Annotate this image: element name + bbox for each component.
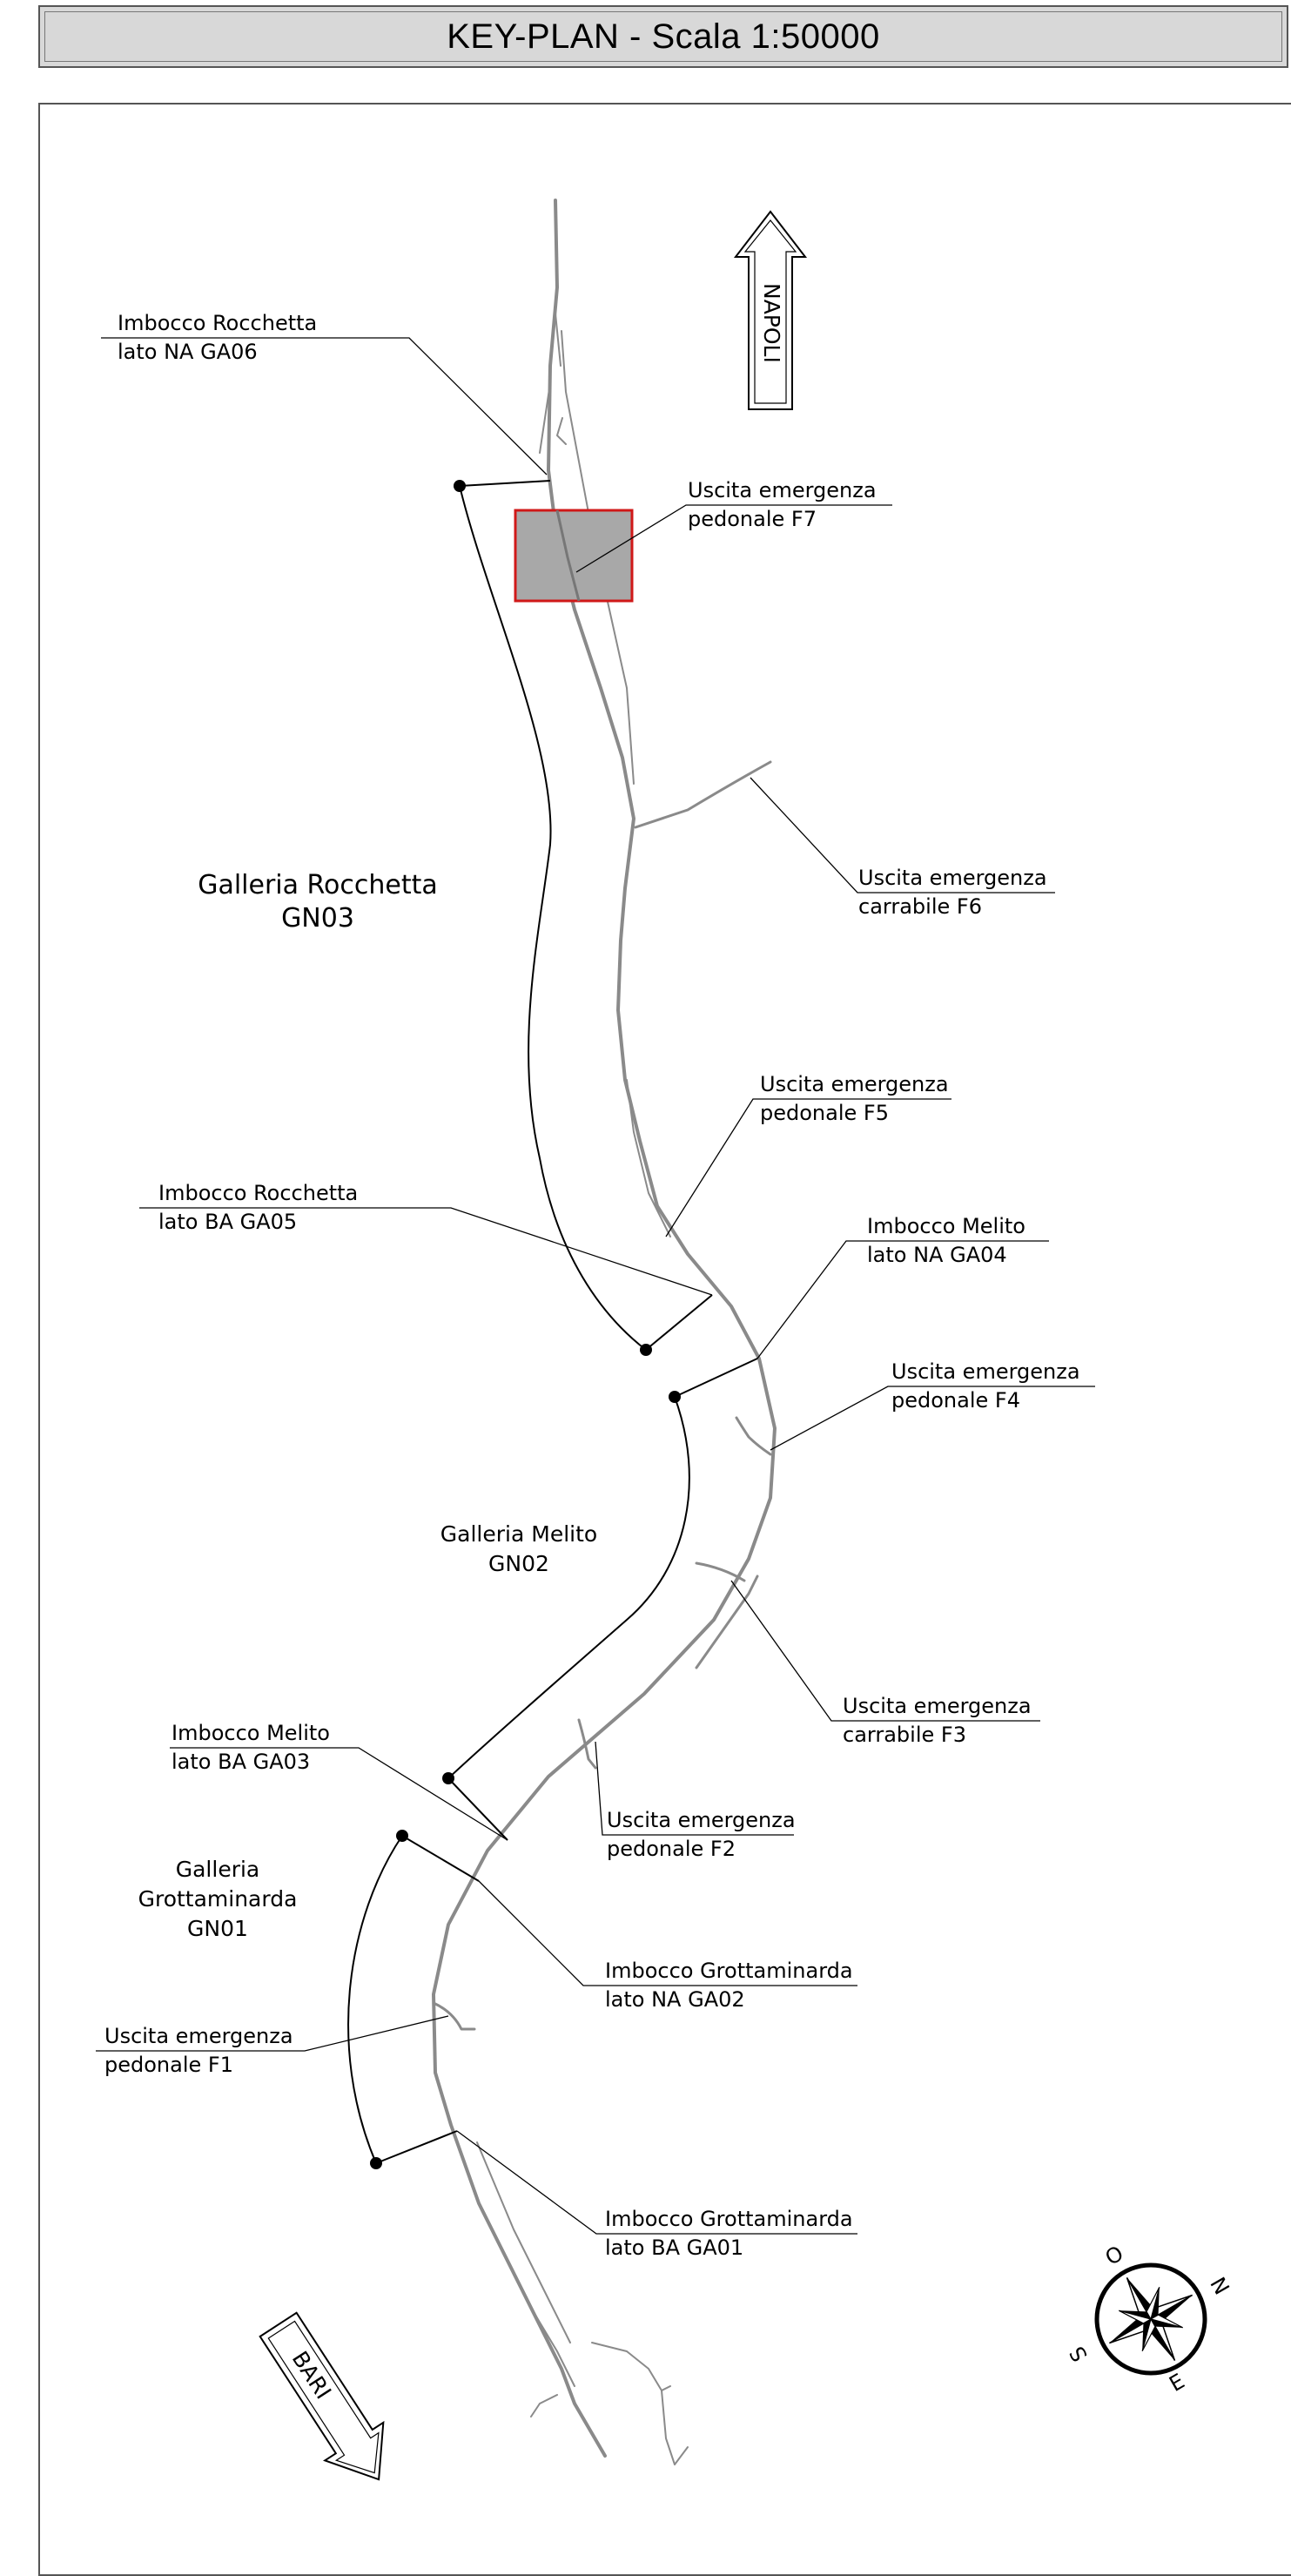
tunnel-outlines — [347, 480, 758, 2164]
endpoint-dot — [669, 1391, 681, 1403]
tunnel-endpoints — [370, 480, 681, 2169]
tunnel-gn03-curve — [459, 485, 647, 1351]
highlight-box-f7 — [514, 509, 634, 603]
callout-ga06-l2: lato NA GA06 — [118, 340, 258, 364]
south-arrow-icon — [259, 2311, 385, 2481]
tunnel-gn02-name: Galleria Melito — [440, 1521, 597, 1547]
compass-o: O — [1101, 2241, 1127, 2270]
tunnel-gn03-top — [459, 480, 551, 487]
compass-s: S — [1065, 2342, 1093, 2365]
compass-e: E — [1165, 2369, 1188, 2397]
napoli-label: NAPOLI — [759, 283, 784, 363]
callout-f4-l2: pedonale F4 — [891, 1388, 1020, 1413]
callout-ga04-l2: lato NA GA04 — [867, 1243, 1007, 1267]
tunnel-labels: Galleria Rocchetta GN03 Galleria Melito … — [138, 870, 598, 1941]
callout-ga05-l2: lato BA GA05 — [158, 1210, 297, 1234]
callout-f1-l1: Uscita emergenza — [104, 2024, 293, 2048]
endpoint-dot — [396, 1830, 408, 1842]
tunnel-gn01-name: Galleria — [176, 1857, 260, 1882]
leader-f7 — [575, 504, 892, 573]
leader-ga05 — [139, 1207, 713, 1296]
callout-ga03-l1: Imbocco Melito — [171, 1721, 330, 1745]
leader-ga03 — [170, 1747, 508, 1841]
track-lower-spur — [476, 2141, 689, 2465]
tunnel-gn01-top — [401, 1835, 480, 1882]
exit-branch-f1 — [432, 2001, 476, 2031]
page-title: KEY-PLAN - Scala 1:50000 — [447, 17, 880, 56]
leader-f3 — [730, 1580, 1040, 1722]
callout-ga01-l1: Imbocco Grottaminarda — [605, 2207, 853, 2231]
compass-star-icon — [1108, 2276, 1194, 2362]
leader-f6 — [750, 777, 1055, 894]
exit-branch-f4 — [735, 1416, 772, 1456]
leader-ga04 — [756, 1240, 1049, 1359]
tunnel-gn01-code: GN01 — [187, 1916, 248, 1941]
north-arrow-inner — [743, 219, 797, 404]
callout-f5-l1: Uscita emergenza — [760, 1072, 949, 1096]
track-upper-spur — [539, 313, 567, 454]
leader-ga01 — [456, 2130, 857, 2235]
map-frame — [38, 103, 1291, 2576]
tunnel-gn03-code: GN03 — [281, 903, 354, 934]
title-box: KEY-PLAN - Scala 1:50000 — [38, 5, 1288, 68]
callout-ga03-l2: lato BA GA03 — [171, 1750, 310, 1774]
callout-f3-l2: carrabile F3 — [843, 1723, 966, 1747]
compass-n: N — [1205, 2273, 1234, 2299]
callout-f7-l2: pedonale F7 — [688, 507, 817, 531]
exit-branch-f2 — [577, 1718, 597, 1770]
callout-ga02-l2: lato NA GA02 — [605, 1987, 745, 2012]
tunnel-gn02-bottom — [447, 1777, 508, 1841]
leader-f2 — [595, 1741, 794, 1836]
napoli-arrow: NAPOLI — [733, 210, 808, 410]
callout-f3-l1: Uscita emergenza — [843, 1694, 1032, 1718]
exit-branch-f6 — [634, 760, 772, 829]
track-parallel-2 — [626, 1079, 671, 1237]
track-through-box — [555, 509, 581, 602]
callout-f7-l1: Uscita emergenza — [688, 478, 877, 502]
exit-branch-f3 — [695, 1561, 759, 1669]
callout-f4-l1: Uscita emergenza — [891, 1359, 1080, 1384]
tunnel-gn02-curve — [447, 1396, 690, 1779]
leader-ga02 — [478, 1880, 857, 1986]
callout-ga06-l1: Imbocco Rocchetta — [118, 311, 317, 335]
callout-ga05-l1: Imbocco Rocchetta — [158, 1181, 358, 1205]
leader-f4 — [770, 1386, 1095, 1451]
callout-f1-l2: pedonale F1 — [104, 2053, 233, 2077]
leader-ga06 — [101, 337, 548, 475]
tunnel-gn01-bottom — [375, 2130, 458, 2164]
leader-f5 — [665, 1098, 951, 1237]
callout-f2-l1: Uscita emergenza — [607, 1808, 796, 1832]
tunnel-gn02-top — [674, 1358, 758, 1398]
callout-f6-l2: carrabile F6 — [858, 894, 982, 919]
callout-ga01-l2: lato BA GA01 — [605, 2235, 743, 2260]
callout-f5-l2: pedonale F5 — [760, 1101, 889, 1125]
endpoint-dot — [454, 480, 466, 492]
north-arrow-icon — [733, 210, 808, 410]
tunnel-gn01-curve — [347, 1835, 403, 2164]
tunnel-gn03-bottom — [645, 1294, 713, 1351]
callout-labels: Imbocco Rocchetta lato NA GA06 Uscita em… — [104, 311, 1080, 2260]
endpoint-dot — [442, 1772, 454, 1784]
callout-f2-l2: pedonale F2 — [607, 1837, 736, 1861]
callout-ga02-l1: Imbocco Grottaminarda — [605, 1959, 853, 1983]
leader-f1 — [96, 2015, 449, 2052]
main-track — [432, 199, 777, 2458]
callout-f6-l1: Uscita emergenza — [858, 866, 1047, 890]
leader-lines — [96, 337, 1095, 2235]
compass-rose: N E S O — [1065, 2241, 1234, 2397]
tunnel-gn03-name: Galleria Rocchetta — [198, 870, 438, 900]
callout-ga04-l1: Imbocco Melito — [867, 1214, 1025, 1238]
endpoint-dot — [370, 2157, 382, 2169]
south-arrow-inner — [267, 2320, 380, 2474]
bari-arrow: BARI — [259, 2311, 385, 2481]
endpoint-dot — [640, 1344, 652, 1356]
tunnel-gn02-code: GN02 — [488, 1551, 549, 1576]
tunnel-gn01-name-2: Grottaminarda — [138, 1886, 298, 1912]
